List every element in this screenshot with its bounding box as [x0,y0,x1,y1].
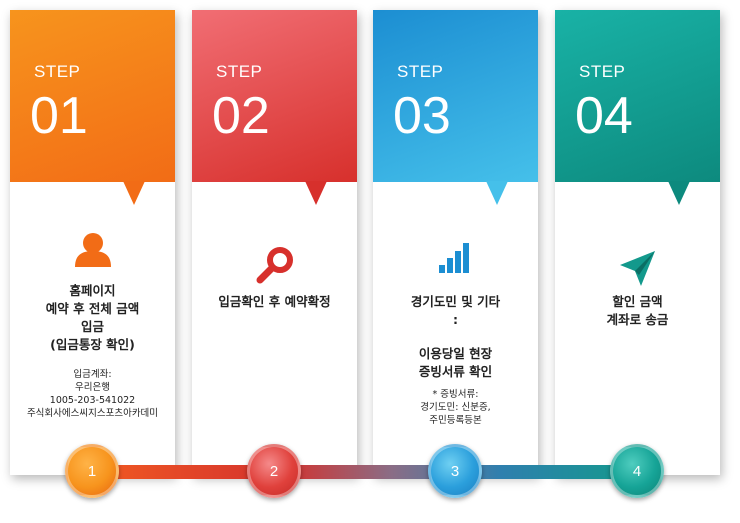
search-icon [192,246,357,286]
paper-plane-icon [555,248,720,288]
step-number: 03 [393,87,451,145]
bar-chart-icon [373,239,538,275]
step-label: STEP [397,62,444,81]
step-header-1: STEP 01 [10,10,175,205]
step-number: 02 [212,87,270,145]
step-label: STEP [579,62,626,81]
step-header-4: STEP 04 [555,10,720,205]
person-icon [10,232,175,268]
step-sub-text: * 증빙서류: 경기도민: 신분증, 주민등록등본 [420,389,491,426]
step-main-text: 경기도민 및 기타 : 이용당일 현장 증빙서류 확인 [410,294,501,379]
step-circle-3: 3 [428,444,482,498]
step-circle-2: 2 [247,444,301,498]
step-sub-text: 입금계좌: 우리은행 1005-203-541022 주식회사에스씨지스포츠아카… [26,369,159,419]
step-main-text: 홈페이지 예약 후 전체 금액 입금 (입금통장 확인) [45,283,140,352]
step-card-3: STEP 03 경기도민 및 기타 : 이용당일 현장 증빙서류 확인 * 증빙… [373,10,538,475]
step-header-3: STEP 03 [373,10,538,205]
step-main-text: 입금확인 후 예약확정 [218,294,331,309]
step-connector-line [92,465,637,479]
step-card-4: STEP 04 할인 금액 계좌로 송금 [555,10,720,475]
step-card-2: STEP 02 입금확인 후 예약확정 [192,10,357,475]
step-number: 01 [30,87,88,145]
step-label: STEP [216,62,263,81]
step-header-2: STEP 02 [192,10,357,205]
step-number: 04 [575,87,633,145]
step-main-text: 할인 금액 계좌로 송금 [606,294,669,327]
step-label: STEP [34,62,81,81]
step-card-1: STEP 01 홈페이지 예약 후 전체 금액 입금 (입금통장 확인) 입금계… [10,10,175,475]
step-circle-4: 4 [610,444,664,498]
step-circle-1: 1 [65,444,119,498]
